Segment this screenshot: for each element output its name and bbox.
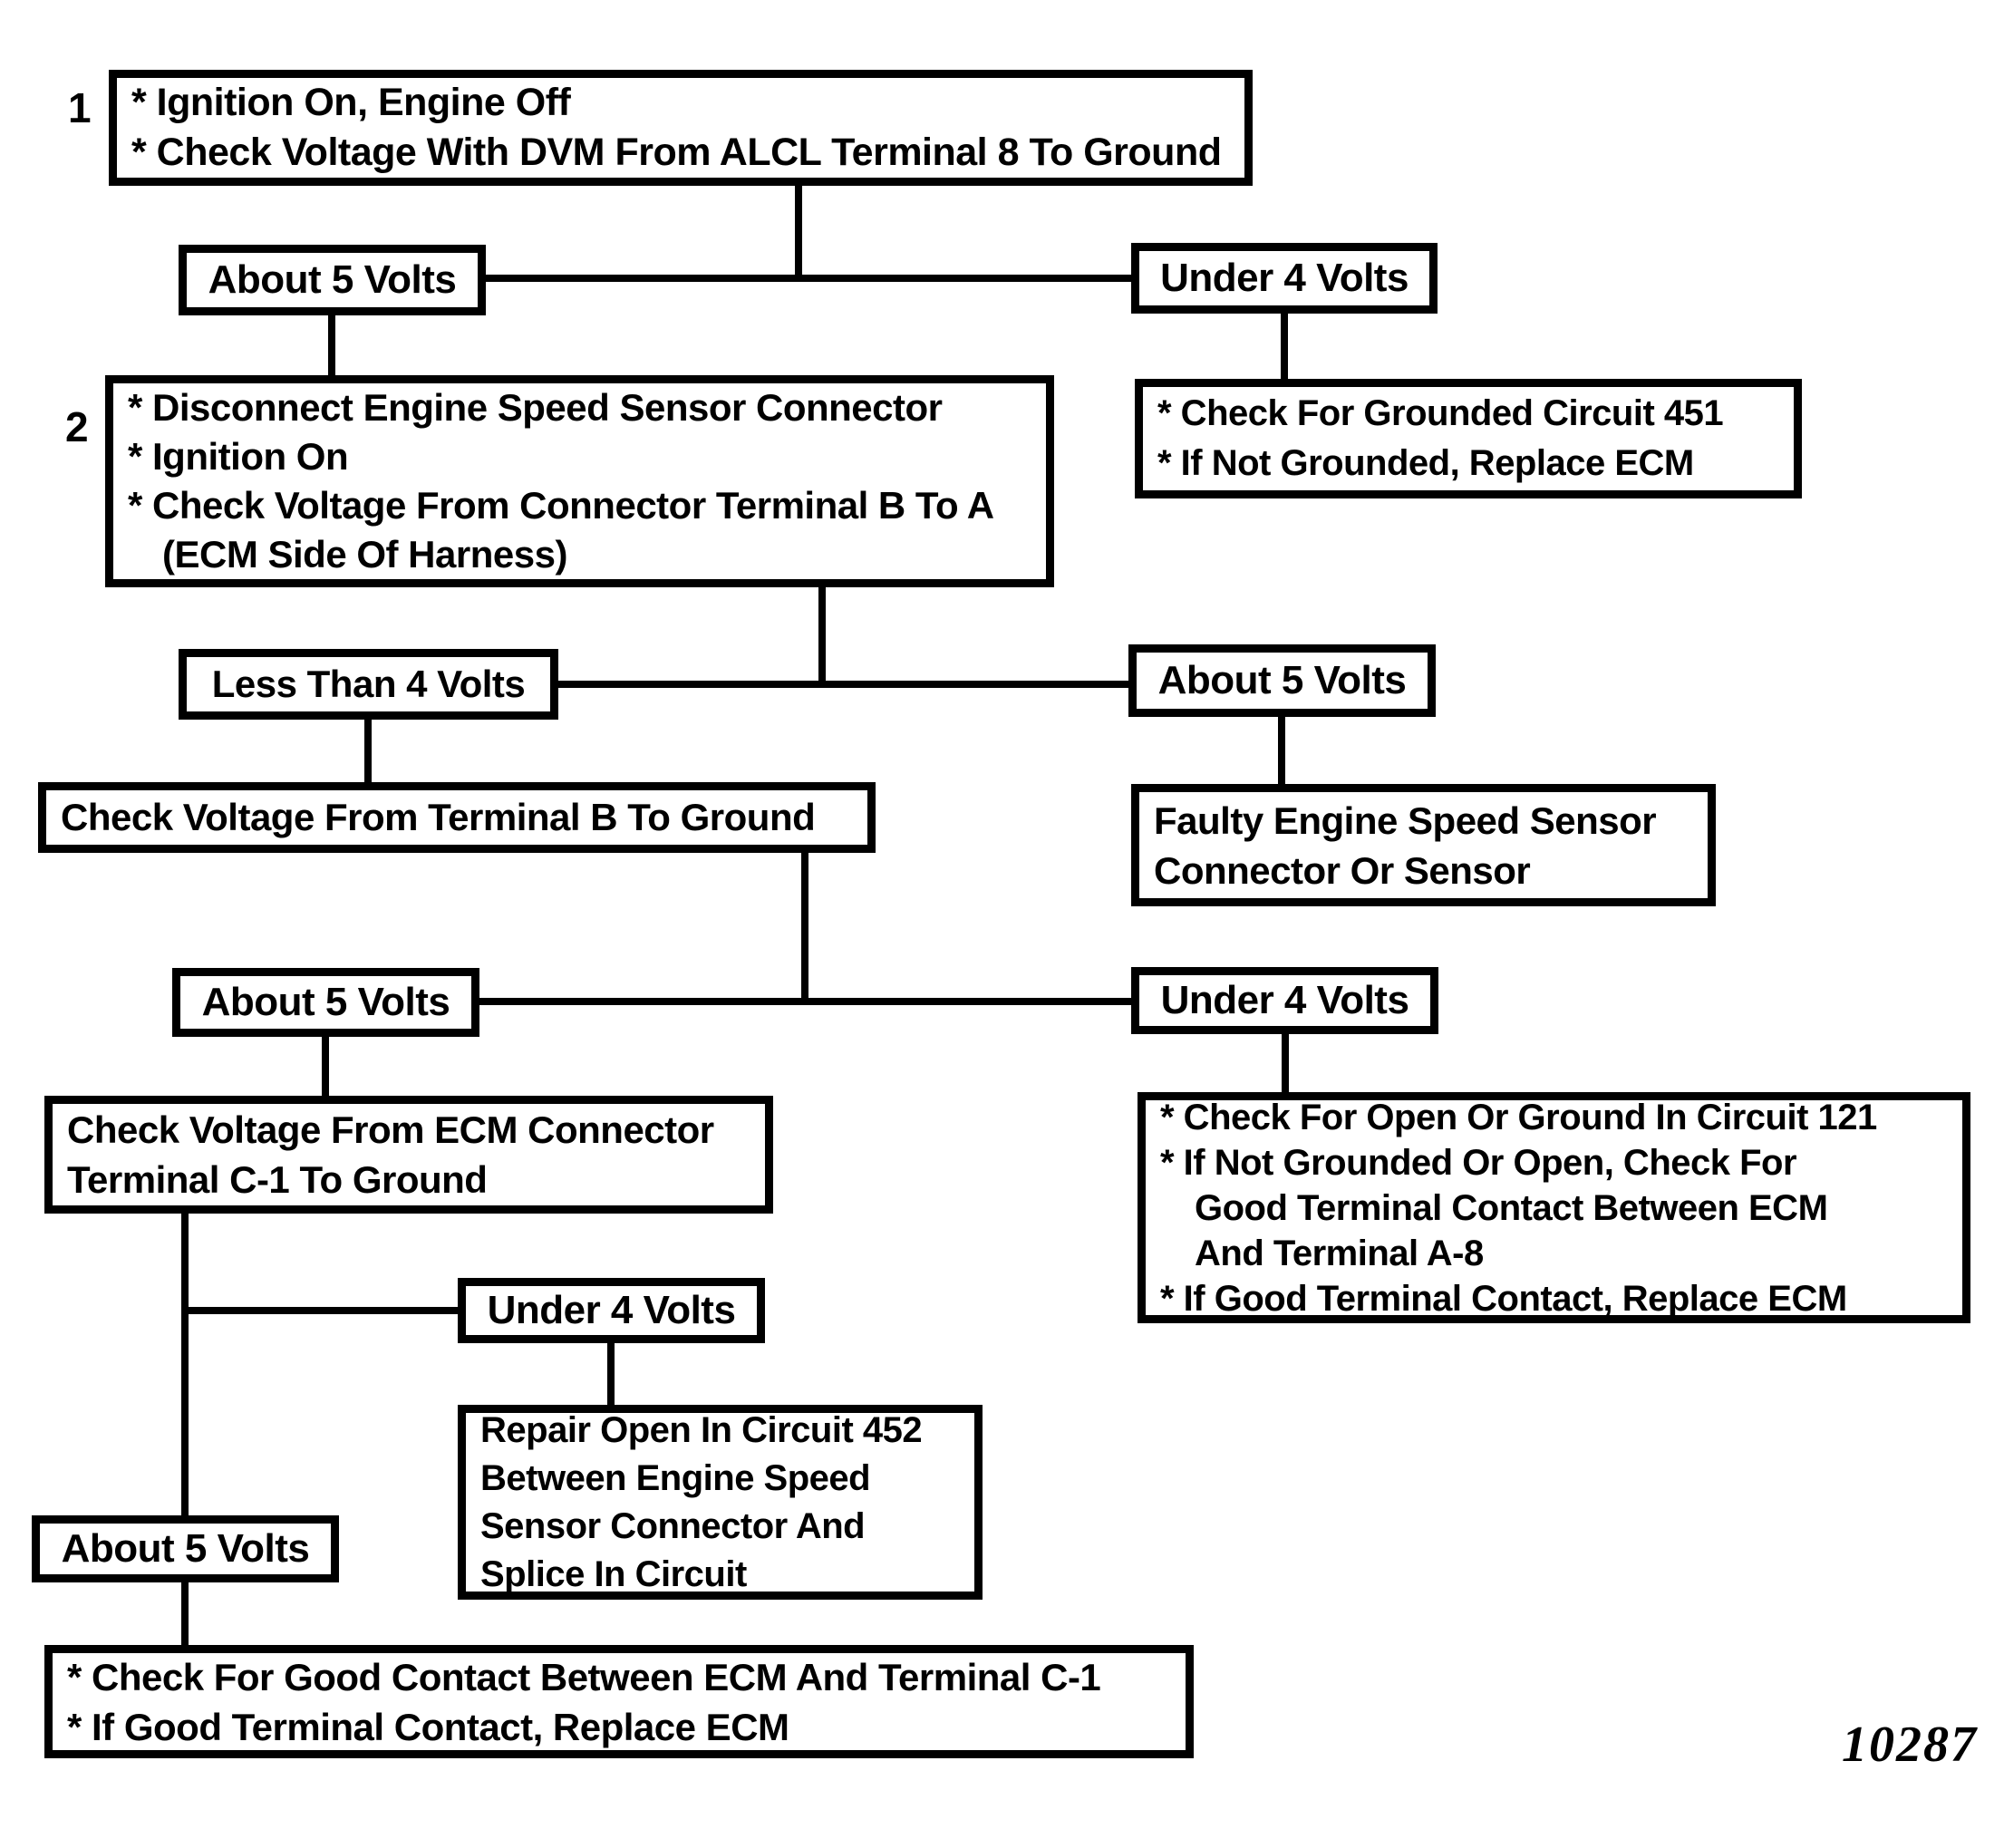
box-circuit-121: * Check For Open Or Ground In Circuit 12… (1138, 1092, 1970, 1323)
box-faulty-sensor-line1: Faulty Engine Speed Sensor (1154, 798, 1657, 842)
box-step2-line3: * Check Voltage From Connector Terminal … (128, 484, 994, 527)
connector-branch1-horizontal (486, 275, 1131, 282)
box-grounded-circuit-451-line2: * If Not Grounded, Replace ECM (1157, 443, 1694, 483)
box-circuit-121-line3: Good Terminal Contact Between ECM (1195, 1187, 1828, 1228)
box-less-than-4-volts: Less Than 4 Volts (179, 649, 558, 720)
connector-under4b-down (1282, 1034, 1289, 1092)
connector-about5a-down (328, 315, 335, 375)
box-repair-circuit-452-line2: Between Engine Speed (480, 1457, 871, 1498)
box-step2-line4: (ECM Side Of Harness) (162, 533, 567, 576)
connector-under4a-down (1281, 314, 1288, 379)
box-under-4-volts-2-label: Under 4 Volts (1160, 978, 1409, 1022)
box-check-voltage-terminal-b: Check Voltage From Terminal B To Ground (38, 782, 876, 853)
box-faulty-sensor: Faulty Engine Speed Sensor Connector Or … (1131, 784, 1716, 906)
box-under-4-volts-1-label: Under 4 Volts (1160, 256, 1409, 300)
box-step1-line2: * Check Voltage With DVM From ALCL Termi… (131, 131, 1222, 174)
box-repair-circuit-452: Repair Open In Circuit 452 Between Engin… (458, 1405, 983, 1600)
connector-checkecm-down (181, 1214, 189, 1645)
box-circuit-121-line5: * If Good Terminal Contact, Replace ECM (1160, 1278, 1847, 1319)
box-grounded-circuit-451: * Check For Grounded Circuit 451 * If No… (1135, 379, 1802, 498)
box-check-ecm-c1-line2: Terminal C-1 To Ground (67, 1158, 488, 1201)
box-repair-circuit-452-line4: Splice In Circuit (480, 1553, 747, 1594)
box-final-check-line1: * Check For Good Contact Between ECM And… (67, 1655, 1101, 1698)
box-check-ecm-c1-line1: Check Voltage From ECM Connector (67, 1108, 714, 1151)
connector-branch2-horizontal (558, 681, 1128, 688)
box-about-5-volts-4: About 5 Volts (32, 1515, 339, 1582)
box-less-than-4-volts-label: Less Than 4 Volts (211, 663, 526, 705)
box-check-ecm-c1: Check Voltage From ECM Connector Termina… (44, 1096, 773, 1214)
connector-checktermb-down (801, 853, 808, 1005)
box-about-5-volts-1: About 5 Volts (179, 245, 486, 315)
box-final-check-line2: * If Good Terminal Contact, Replace ECM (67, 1705, 789, 1748)
box-under-4-volts-2: Under 4 Volts (1131, 967, 1438, 1034)
connector-step1-down (795, 186, 802, 282)
box-about-5-volts-3: About 5 Volts (172, 968, 479, 1037)
box-about-5-volts-3-label: About 5 Volts (201, 980, 450, 1024)
box-circuit-121-line2: * If Not Grounded Or Open, Check For (1160, 1142, 1797, 1183)
box-faulty-sensor-line2: Connector Or Sensor (1154, 848, 1531, 892)
box-circuit-121-line1: * Check For Open Or Ground In Circuit 12… (1160, 1097, 1877, 1137)
box-step1-line1: * Ignition On, Engine Off (131, 81, 571, 124)
box-about-5-volts-2: About 5 Volts (1128, 644, 1436, 717)
connector-under4c-down (607, 1343, 615, 1405)
box-final-check: * Check For Good Contact Between ECM And… (44, 1645, 1194, 1758)
connector-branch3-horizontal (479, 998, 1131, 1005)
box-step2-line2: * Ignition On (128, 435, 349, 478)
box-under-4-volts-3-label: Under 4 Volts (487, 1288, 736, 1332)
connector-lessthan4-down (364, 720, 372, 782)
box-step1: * Ignition On, Engine Off * Check Voltag… (109, 70, 1253, 186)
connector-step2-down (818, 587, 826, 688)
box-step2-line1: * Disconnect Engine Speed Sensor Connect… (128, 386, 943, 429)
box-step2: * Disconnect Engine Speed Sensor Connect… (105, 375, 1054, 587)
step1-number: 1 (68, 84, 92, 131)
box-under-4-volts-3: Under 4 Volts (458, 1278, 765, 1343)
step2-number: 2 (65, 403, 89, 450)
box-check-voltage-terminal-b-label: Check Voltage From Terminal B To Ground (61, 796, 816, 838)
figure-number: 10287 (1842, 1717, 1978, 1773)
connector-about5c-down (322, 1037, 329, 1096)
box-under-4-volts-1: Under 4 Volts (1131, 243, 1438, 314)
box-repair-circuit-452-line1: Repair Open In Circuit 452 (480, 1409, 923, 1450)
box-about-5-volts-2-label: About 5 Volts (1157, 658, 1407, 702)
box-about-5-volts-1-label: About 5 Volts (208, 257, 457, 302)
box-repair-circuit-452-line3: Sensor Connector And (480, 1505, 866, 1546)
box-circuit-121-line4: And Terminal A-8 (1195, 1233, 1484, 1273)
connector-branch4-horizontal (181, 1307, 465, 1314)
box-about-5-volts-4-label: About 5 Volts (61, 1526, 310, 1571)
connector-about5b-down (1278, 717, 1285, 784)
box-grounded-circuit-451-line1: * Check For Grounded Circuit 451 (1157, 393, 1724, 433)
